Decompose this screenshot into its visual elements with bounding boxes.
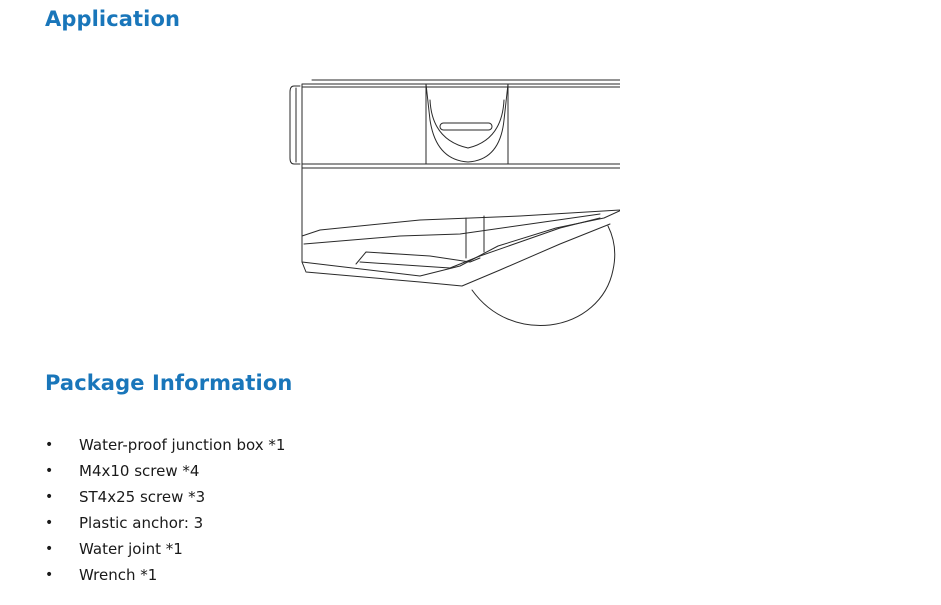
list-item-text: Plastic anchor: 3 xyxy=(79,514,204,532)
list-item-text: Water joint *1 xyxy=(79,540,183,558)
bullet: • xyxy=(45,489,54,505)
bullet: • xyxy=(45,541,54,557)
list-item-text: ST4x25 screw *3 xyxy=(79,488,206,506)
bullet: • xyxy=(45,437,54,453)
junction-box-illustration xyxy=(289,79,620,327)
bullet: • xyxy=(45,515,54,531)
bullet: • xyxy=(45,463,54,479)
bullet: • xyxy=(45,567,54,583)
application-heading: Application xyxy=(45,7,181,31)
list-item-text: M4x10 screw *4 xyxy=(79,462,200,480)
package-information-heading: Package Information xyxy=(45,371,293,395)
list-item-text: Wrench *1 xyxy=(79,566,158,584)
list-item-text: Water-proof junction box *1 xyxy=(79,436,286,454)
